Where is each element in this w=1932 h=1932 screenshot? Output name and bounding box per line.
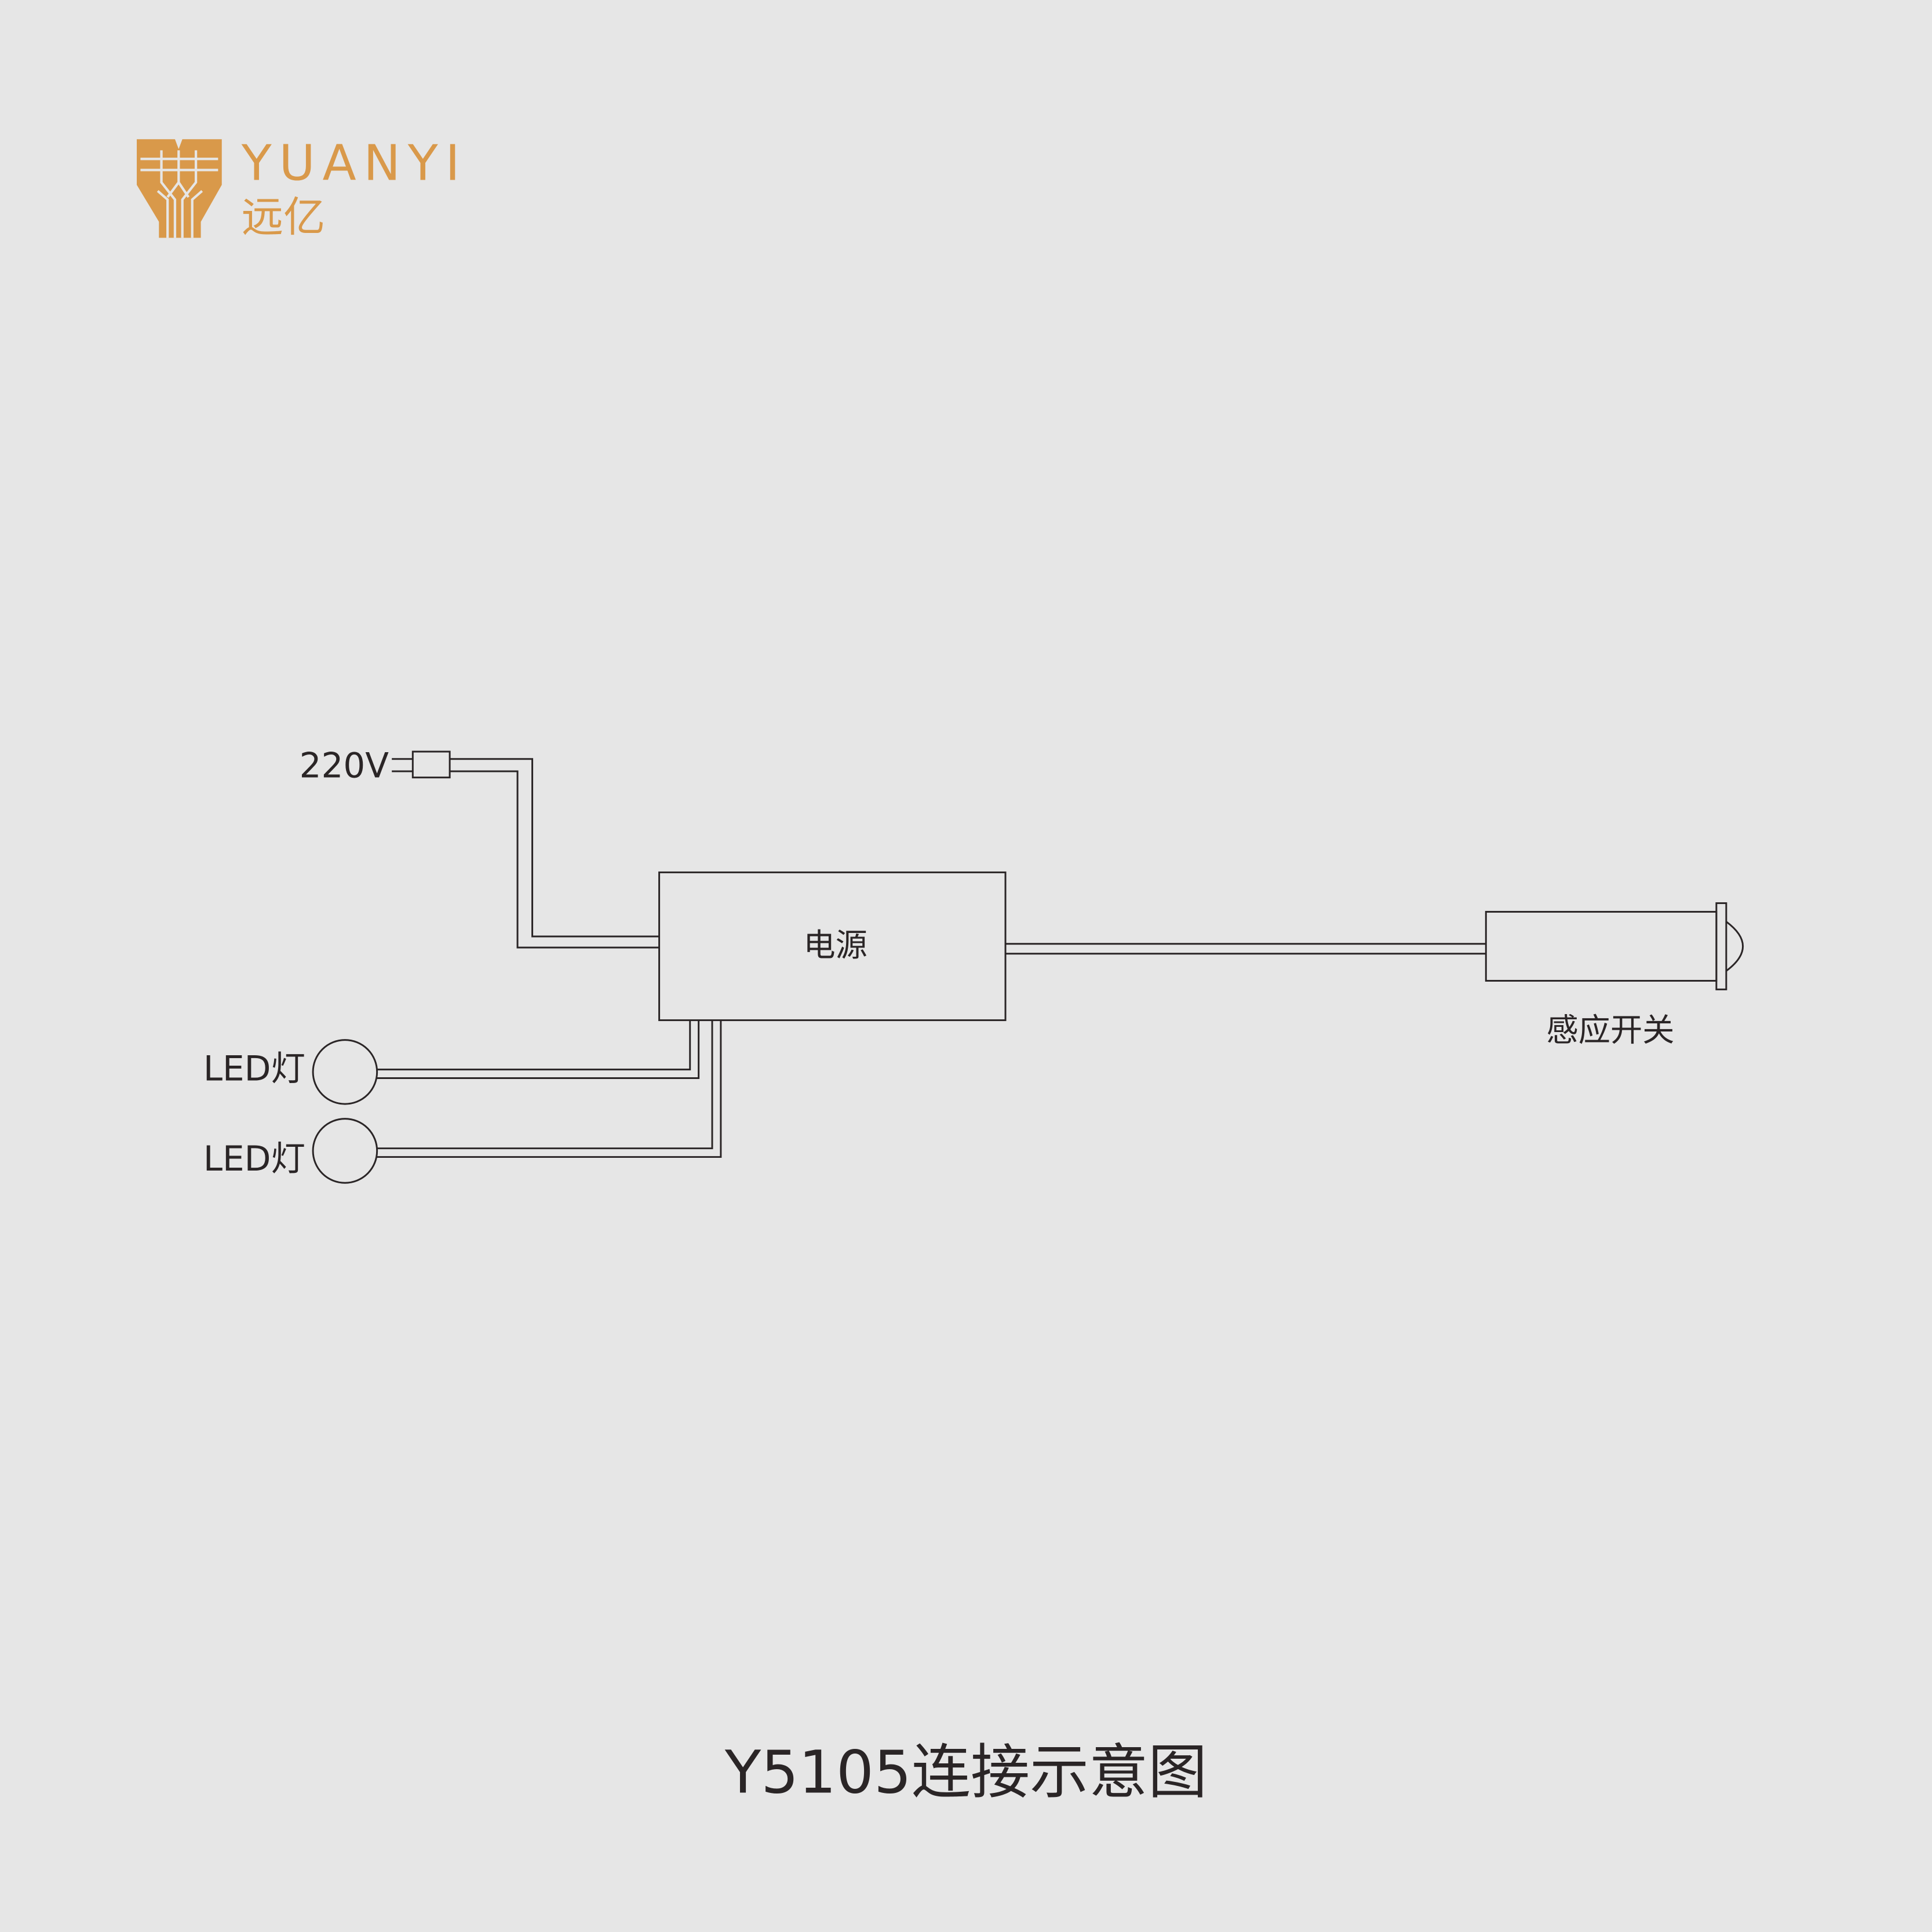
led-wire [377,1020,722,1158]
led-label: LED灯 [203,1049,305,1089]
sensor-switch-icon [1485,902,1744,990]
brand-logo: YUANYI 远亿 [137,134,468,242]
power-supply-label: 电源 [803,927,867,964]
logo-text-cn: 远亿 [242,194,326,242]
power-input-label: 220V [300,746,389,786]
input-wire [450,770,659,949]
sensor-switch-label: 感应开关 [1547,1012,1675,1049]
led-wire [377,1020,700,1079]
input-wire [450,758,659,938]
led-label: LED灯 [203,1139,305,1179]
diagram-title: Y5105连接示意图 [724,1738,1207,1807]
power-plug-icon [392,750,451,779]
led-light-icon [312,1039,378,1105]
led-light-icon [312,1118,378,1184]
logo-text-en: YUANYI [241,134,468,192]
led-wire [377,1020,691,1071]
led-wire [377,1020,713,1150]
power-supply-box [658,871,1007,1022]
logo-mark [137,139,222,238]
